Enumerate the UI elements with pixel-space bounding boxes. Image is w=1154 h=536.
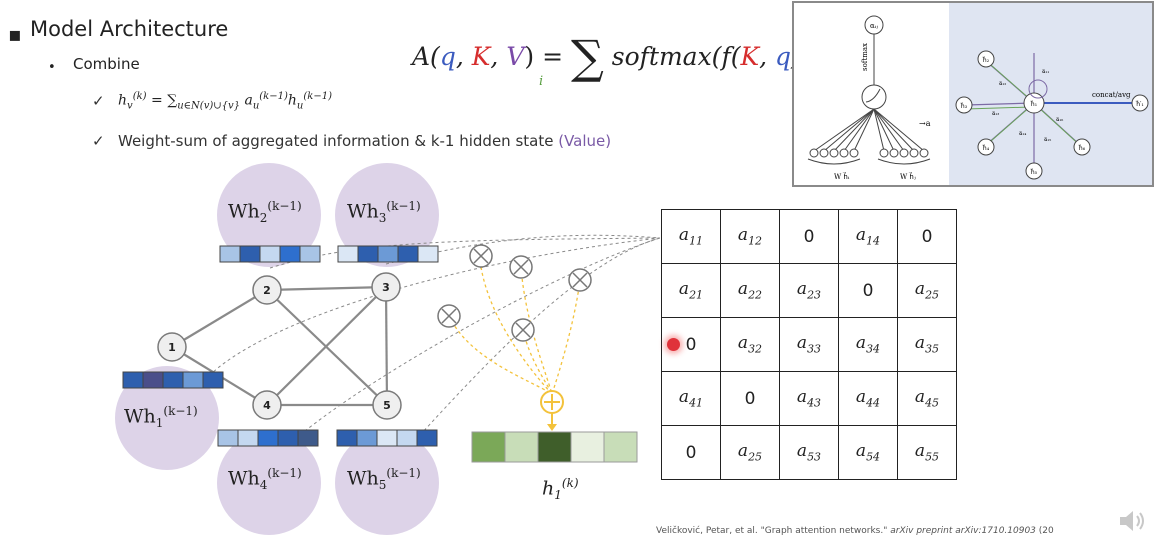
update-formula: hv(k) = ∑u∈N(v)∪{v} au(k−1)hu(k−1)	[118, 91, 332, 112]
speaker-icon[interactable]	[1118, 508, 1148, 534]
matrix-cell: 0	[897, 209, 957, 264]
matrix-cell: a34	[838, 317, 898, 372]
wh5-label: Wh5(k−1)	[347, 466, 421, 493]
reference-citation: Veličković, Petar, et al. "Graph attenti…	[656, 526, 1054, 536]
svg-text:αᵢⱼ: αᵢⱼ	[870, 22, 878, 30]
check-mark-2: ✓	[92, 132, 105, 150]
sum-icon	[540, 390, 564, 414]
svg-text:α⃗₁₃: α⃗₁₃	[992, 111, 1000, 117]
feature-bar-node2	[219, 245, 321, 263]
graph-diagram: 1 2 3 4 5	[115, 163, 660, 535]
bullet-square: ▪	[8, 22, 22, 46]
wh2-label: Wh2(k−1)	[228, 199, 302, 226]
matrix-cell: a25	[720, 425, 780, 480]
node1-embedding-circle	[115, 366, 219, 470]
graph-nodes	[157, 272, 402, 420]
bullet-dot: •	[48, 60, 56, 75]
output-feature-bar	[471, 431, 638, 463]
attention-equation: A(q, K, V) = ∑ softmax(f(K, q))V i	[412, 30, 829, 89]
gat-reference-figure: αᵢⱼ softmax →a W h⃗ᵢ W h⃗ⱼ	[792, 1, 1154, 187]
feature-bar-node5	[336, 429, 438, 447]
graph-edges	[171, 285, 389, 407]
feature-bar-node3	[337, 245, 439, 263]
matrix-cell: a11	[661, 209, 721, 264]
node-4-label: 4	[263, 399, 271, 412]
svg-text:α⃗₁₅: α⃗₁₅	[1044, 137, 1052, 143]
node2-embedding-circle	[217, 163, 321, 267]
node3-embedding-circle	[335, 163, 439, 267]
matrix-cell: a32	[720, 317, 780, 372]
svg-text:h⃗′₁: h⃗′₁	[1136, 100, 1144, 108]
svg-text:α⃗₁₂: α⃗₁₂	[999, 81, 1007, 87]
matrix-cell: 0	[720, 371, 780, 426]
matrix-cell: a55	[897, 425, 957, 480]
svg-text:W h⃗ᵢ: W h⃗ᵢ	[834, 172, 850, 181]
node-3-label: 3	[382, 281, 390, 294]
matrix-cell: 0	[779, 209, 839, 264]
svg-text:h⃗₄: h⃗₄	[982, 144, 989, 152]
feature-bar-node4	[217, 429, 319, 447]
wh1-label: Wh1(k−1)	[124, 404, 198, 431]
svg-text:h⃗₂: h⃗₂	[982, 56, 989, 64]
svg-text:h⃗₃: h⃗₃	[960, 102, 967, 110]
svg-text:W h⃗ⱼ: W h⃗ⱼ	[900, 172, 916, 181]
multiply-icons	[437, 244, 592, 342]
wh4-label: Wh4(k−1)	[228, 466, 302, 493]
matrix-cell: a21	[661, 263, 721, 318]
check-mark-1: ✓	[92, 92, 105, 110]
node-5-label: 5	[383, 399, 391, 412]
matrix-cell: a35	[897, 317, 957, 372]
feature-bar-node1	[122, 371, 224, 389]
wh3-label: Wh3(k−1)	[347, 199, 421, 226]
h1-output-label: h1(k)	[542, 476, 579, 503]
node-1-label: 1	[168, 341, 176, 354]
node-2-label: 2	[263, 284, 271, 297]
matrix-cell: a53	[779, 425, 839, 480]
node5-embedding-circle	[335, 431, 439, 535]
svg-text:h⃗₅: h⃗₅	[1030, 168, 1037, 176]
svg-text:h⃗₆: h⃗₆	[1078, 144, 1085, 152]
svg-text:h⃗₁: h⃗₁	[1030, 100, 1037, 108]
svg-text:α⃗₁₆: α⃗₁₆	[1056, 117, 1064, 123]
matrix-cell: a45	[897, 371, 957, 426]
matrix-cell: a25	[897, 263, 957, 318]
weight-sum-text: Weight-sum of aggregated information & k…	[118, 132, 612, 150]
matrix-cell: a41	[661, 371, 721, 426]
matrix-cell: a54	[838, 425, 898, 480]
matrix-cell: a12	[720, 209, 780, 264]
laser-pointer-dot	[667, 338, 680, 351]
svg-text:α⃗₁₄: α⃗₁₄	[1019, 131, 1027, 137]
matrix-cell: a22	[720, 263, 780, 318]
matrix-cell: a14	[838, 209, 898, 264]
matrix-cell: a43	[779, 371, 839, 426]
matrix-cell: 0	[661, 425, 721, 480]
matrix-cell: 0	[838, 263, 898, 318]
svg-text:softmax: softmax	[861, 43, 869, 71]
slide-title: Model Architecture	[30, 17, 229, 41]
svg-text:→a: →a	[919, 119, 931, 128]
node4-embedding-circle	[217, 431, 321, 535]
matrix-cell: a23	[779, 263, 839, 318]
svg-text:α⃗₁₁: α⃗₁₁	[1042, 69, 1050, 75]
sub-heading: Combine	[73, 55, 140, 73]
matrix-cell: a33	[779, 317, 839, 372]
svg-text:concat/avg: concat/avg	[1092, 91, 1131, 99]
matrix-cell: a44	[838, 371, 898, 426]
